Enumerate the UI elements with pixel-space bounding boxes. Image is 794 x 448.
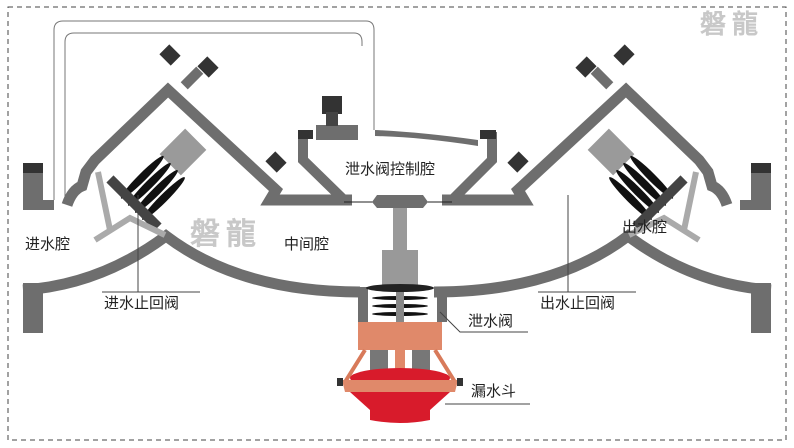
funnel-rim (342, 380, 458, 392)
leader-relief-valve (439, 311, 528, 333)
cap (480, 130, 496, 139)
cap (298, 130, 313, 139)
rim-bolt (337, 378, 343, 386)
label-middle-chamber: 中间腔 (284, 235, 330, 253)
spring-icon (120, 155, 185, 220)
control-chamber-right-wall (448, 132, 497, 204)
flange-bottom (23, 283, 43, 333)
copper-band (358, 322, 442, 350)
relief-seat (366, 284, 434, 292)
bonnet-cap (159, 44, 181, 66)
label-relief-control-chamber: 泄水阀控制腔 (345, 160, 436, 178)
upper-wall (43, 200, 54, 210)
funnel-outlet (350, 392, 450, 423)
outlet-check-valve-half (434, 44, 771, 333)
bonnet (61, 82, 352, 207)
leader-inlet-check (102, 195, 200, 293)
bonnet-cap (265, 151, 287, 173)
control-chamber-cover-left (316, 125, 358, 140)
label-inlet-check-valve: 进水止回阀 (104, 294, 180, 312)
lower-wall (22, 229, 361, 298)
label-drain-funnel: 漏水斗 (471, 382, 517, 400)
plug-stem (326, 112, 338, 126)
dashed-border (7, 6, 787, 441)
control-chamber-left-wall (298, 132, 348, 204)
check-disc (106, 175, 162, 231)
flange-cap (23, 163, 43, 173)
flange-top (23, 163, 43, 210)
diaphragm-plate (372, 195, 428, 208)
watermark: 磐龍 (190, 217, 262, 252)
relief-spring-icon (372, 296, 428, 316)
bypass-tube-outer (53, 20, 375, 200)
watermark-corner: 磐龍 (700, 10, 765, 40)
relief-stem (393, 208, 407, 252)
disc-guide (93, 171, 167, 243)
relief-rod (396, 292, 404, 324)
relief-piston (382, 250, 418, 288)
center-post (395, 350, 405, 385)
rim-bolt (457, 378, 463, 386)
label-relief-valve: 泄水阀 (468, 312, 514, 330)
bonnet-cap (197, 56, 219, 78)
bonnet-boss (180, 66, 204, 90)
label-inlet-chamber: 进水腔 (25, 235, 71, 253)
funnel-struts (343, 348, 457, 384)
relief-housing (358, 287, 447, 322)
bypass-tube-inner (64, 32, 363, 200)
plug-cap (322, 96, 342, 114)
label-outlet-chamber: 出水腔 (622, 218, 668, 236)
check-valve-half (22, 44, 361, 333)
label-outlet-check-valve: 出水止回阀 (540, 294, 616, 312)
leader-outlet-check (538, 195, 636, 293)
valve-stem (159, 128, 207, 176)
control-chamber-cover-right (375, 130, 478, 146)
